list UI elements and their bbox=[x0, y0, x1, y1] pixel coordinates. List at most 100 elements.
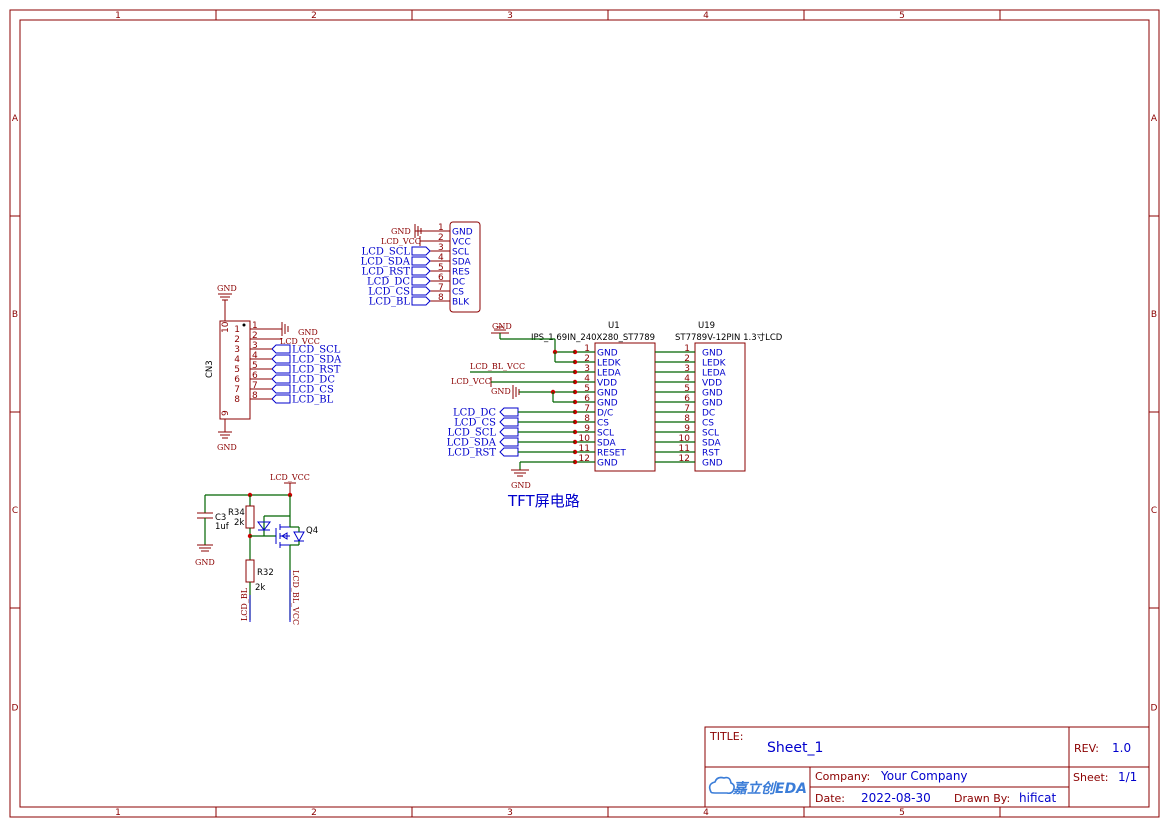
u19-pin-number: 8 bbox=[684, 414, 690, 424]
u19-pin-name: LEDK bbox=[702, 359, 727, 369]
cn3-net-flag: LCD_BL bbox=[292, 395, 334, 406]
bl-vcc-top-label: LCD_VCC bbox=[270, 473, 310, 482]
u1-pin-number: 3 bbox=[584, 364, 590, 374]
cn3-pin-number: 8 bbox=[234, 395, 240, 405]
u1-gnd-bottom-label: GND bbox=[511, 481, 531, 490]
frame-row-label-left: D bbox=[12, 704, 19, 714]
header8-net-flag: LCD_RST bbox=[362, 267, 411, 278]
frame-col-label-top: 1 bbox=[115, 11, 121, 21]
u1-pin-number: 4 bbox=[584, 374, 590, 384]
r32-body bbox=[245, 559, 255, 583]
r32-value: 2k bbox=[255, 583, 265, 593]
frame-col-label-bottom: 5 bbox=[899, 808, 905, 818]
cn3-pin1-gnd-label: GND bbox=[298, 328, 318, 337]
tb-sheet-label: Sheet: bbox=[1073, 771, 1109, 784]
frame-zone-ticks bbox=[10, 10, 1159, 817]
bl-vcc-net-label: LCD_BL_VCC bbox=[291, 570, 300, 625]
u19-pin-number: 10 bbox=[679, 434, 691, 444]
u19-pin-name: GND bbox=[702, 399, 723, 409]
cn3-net-flag: LCD_SCL bbox=[292, 345, 341, 356]
cn3-net-flag: LCD_SDA bbox=[292, 355, 342, 366]
u1-pin-number: 1 bbox=[584, 344, 590, 354]
u1-pin-number: 12 bbox=[579, 454, 590, 464]
frame-row-label-left: B bbox=[12, 310, 18, 320]
u1-pin-name: GND bbox=[597, 389, 618, 399]
tb-rev-label: REV: bbox=[1074, 742, 1099, 755]
u1-pin-number: 11 bbox=[579, 444, 590, 454]
cn3-top-gnd-symbol: GND bbox=[217, 284, 237, 321]
cn3-pin-number: 3 bbox=[234, 345, 240, 355]
frame-col-label-bottom: 3 bbox=[507, 808, 513, 818]
u1-pin-name: LEDA bbox=[597, 369, 621, 379]
cn3-pin-number-outer: 7 bbox=[252, 381, 258, 391]
header8-pin-number: 3 bbox=[438, 243, 444, 253]
cn3-pin-number: 5 bbox=[234, 365, 240, 375]
u1-signal-net-label: LCD_CS bbox=[454, 418, 496, 429]
frame-col-label-top: 5 bbox=[899, 11, 905, 21]
u1-pin-name: VDD bbox=[597, 379, 617, 389]
title-block: TITLE: Sheet_1 REV: 1.0 嘉立创EDA Company: … bbox=[704, 726, 1150, 808]
u19-display: U19 ST7789V-12PIN 1.3寸LCD bbox=[675, 321, 783, 472]
section-title: TFT屏电路 bbox=[507, 492, 580, 510]
header8-pin-number: 1 bbox=[438, 223, 444, 233]
c3-value: 1uf bbox=[215, 522, 230, 532]
header8-pin-name: VCC bbox=[452, 238, 471, 248]
cn3-pin2-vcc-label: LCD_VCC bbox=[280, 337, 320, 346]
header8-net-flag: LCD_SCL bbox=[362, 247, 411, 258]
u1-signal-net-label: LCD_SCL bbox=[448, 428, 497, 439]
u1-body bbox=[594, 342, 656, 472]
u1-gnd-mid-label: GND bbox=[491, 387, 511, 396]
u1-pin-name: GND bbox=[597, 349, 618, 359]
u19-pin-name: VDD bbox=[702, 379, 722, 389]
u19-pin-name: SDA bbox=[702, 439, 721, 449]
tb-company-label: Company: bbox=[815, 770, 870, 783]
bl-gnd-label: GND bbox=[195, 558, 215, 567]
u1-pin-name: D/C bbox=[597, 409, 613, 419]
u19-pin-number: 7 bbox=[684, 404, 690, 414]
u1-pin-name: CS bbox=[597, 419, 609, 429]
u19-pin-name: GND bbox=[702, 389, 723, 399]
header8-pin-name: DC bbox=[452, 278, 465, 288]
easyeda-logo: 嘉立创EDA bbox=[708, 776, 807, 797]
header8-net-flag: LCD_BL bbox=[369, 297, 411, 308]
u19-pin-number: 12 bbox=[679, 454, 690, 464]
cn3-net-flag: LCD_RST bbox=[292, 365, 341, 376]
tb-date-value: 2022-08-30 bbox=[861, 791, 931, 805]
frame-row-label-right: B bbox=[1151, 310, 1157, 320]
tb-sheet-value: 1/1 bbox=[1118, 770, 1137, 784]
header8-gnd-label: GND bbox=[391, 227, 411, 236]
cn3-top-gnd-label: GND bbox=[217, 284, 237, 293]
u19-pin-name: GND bbox=[702, 349, 723, 359]
u1-signal-net-label: LCD_RST bbox=[448, 448, 497, 459]
u1-value: IPS_1.69IN_240X280_ST7789 bbox=[531, 333, 655, 343]
header8-pin-name: SCL bbox=[452, 248, 469, 258]
u1-pin-name: GND bbox=[597, 399, 618, 409]
frame-col-label-top: 2 bbox=[311, 11, 317, 21]
u1-display: U1 IPS_1.69IN_240X280_ST7789 bbox=[531, 321, 656, 472]
u1-pin-number: 9 bbox=[584, 424, 590, 434]
u1-vcc-label: LCD_VCC bbox=[451, 377, 491, 386]
frame-col-label-top: 3 bbox=[507, 11, 513, 21]
cn3-pin-number: 7 bbox=[234, 385, 240, 395]
u1-pin-name: SDA bbox=[597, 439, 616, 449]
cn3-pin1-gnd-symbol: GND bbox=[265, 322, 318, 337]
cn3-pin9-number: 9 bbox=[221, 410, 231, 416]
u1-signal-net-label: LCD_SDA bbox=[447, 438, 497, 449]
header8-net-flag: LCD_CS bbox=[368, 287, 410, 298]
u19-pin-number: 6 bbox=[684, 394, 690, 404]
u19-designator: U19 bbox=[698, 321, 715, 331]
inner-frame bbox=[19, 19, 1150, 808]
u1-pin-name: GND bbox=[597, 459, 618, 469]
r32-designator: R32 bbox=[257, 568, 274, 578]
frame-row-label-right: D bbox=[1151, 704, 1158, 714]
frame-col-label-top: 4 bbox=[703, 11, 709, 21]
u1-left-power: GND LCD_BL_VCC LCD_VCC GND GND bbox=[451, 322, 575, 490]
u19-pin-number: 2 bbox=[684, 354, 690, 364]
cn3-net-flag: LCD_CS bbox=[292, 385, 334, 396]
u1-pin-number: 6 bbox=[584, 394, 590, 404]
